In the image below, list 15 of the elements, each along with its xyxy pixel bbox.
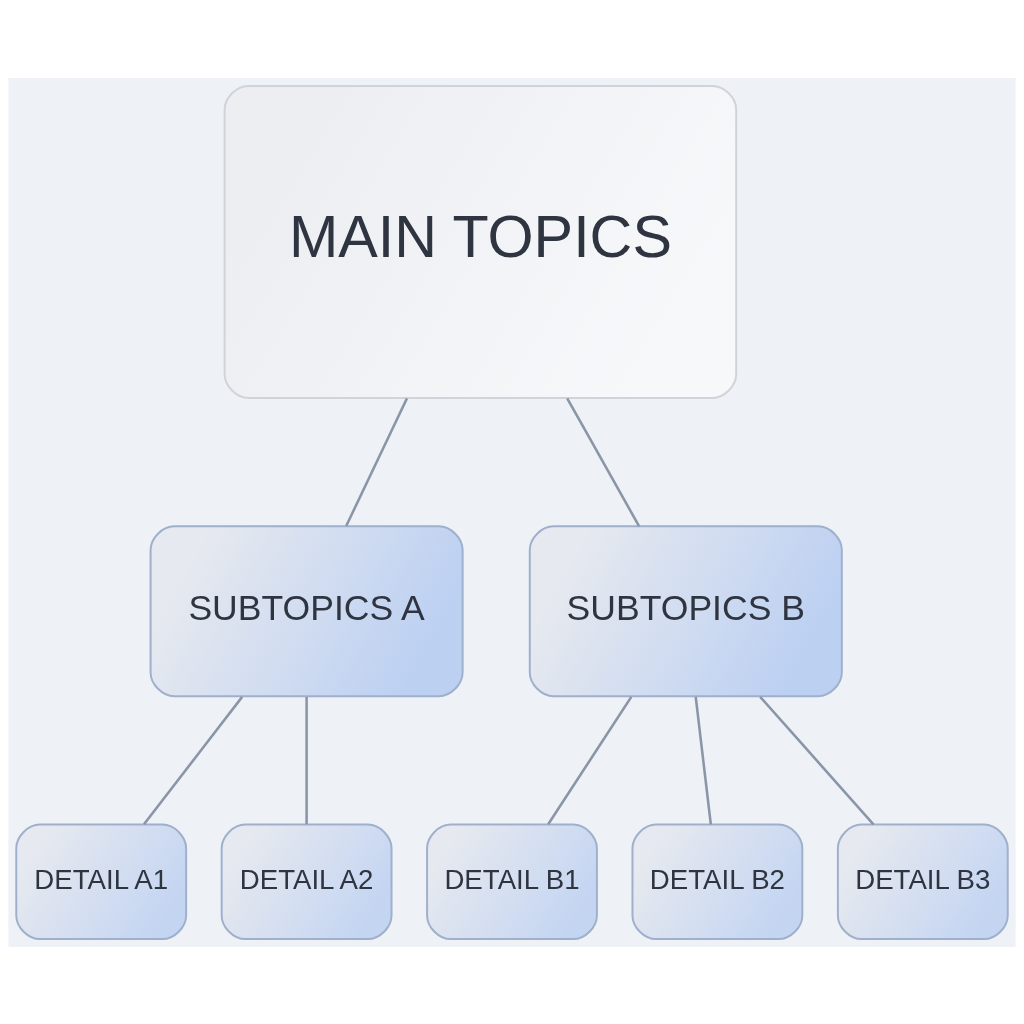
connector: [143, 695, 244, 825]
connector: [547, 695, 633, 825]
node-box: DETAIL A2: [220, 823, 393, 940]
connector: [694, 696, 713, 824]
connector: [759, 695, 875, 825]
node-box: DETAIL A1: [15, 823, 188, 940]
node-box: SUBTOPICS A: [149, 524, 464, 697]
node-box: DETAIL B2: [631, 823, 804, 940]
connector: [345, 397, 409, 527]
node-box: MAIN TOPICS: [223, 84, 738, 399]
connector: [566, 397, 641, 527]
node-box: DETAIL B3: [836, 823, 1009, 940]
node-box: SUBTOPICS B: [528, 524, 843, 697]
node-box: DETAIL B1: [426, 823, 598, 940]
connector: [305, 696, 308, 824]
